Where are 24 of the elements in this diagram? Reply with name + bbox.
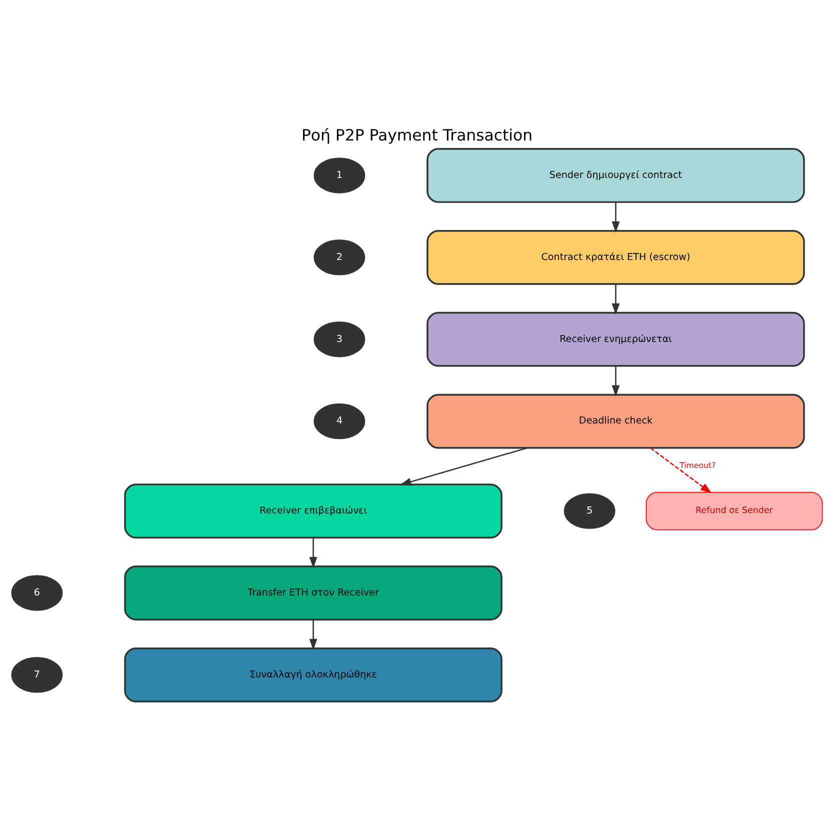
node-ellipse: 7 — [11, 656, 63, 692]
node-ellipse: 2 — [314, 239, 366, 275]
arrow — [612, 366, 620, 396]
diagram-title: Ροή P2P Payment Transaction — [301, 125, 533, 144]
arrow — [612, 284, 620, 314]
node-ellipse: 5 — [564, 492, 616, 528]
node-box: Refund σε Sender — [646, 491, 823, 530]
node-ellipse: 3 — [314, 320, 366, 357]
arrow — [650, 447, 712, 493]
node-ellipse: 4 — [314, 402, 366, 439]
arrow — [400, 446, 528, 486]
node-box: Receiver ενημερώνεται — [426, 311, 805, 366]
node-box: Contract κρατάει ETH (escrow) — [426, 229, 805, 284]
arrow — [309, 619, 318, 650]
edge-label: Timeout? — [680, 460, 716, 470]
arrow — [612, 202, 620, 232]
node-box: Receiver επιβεβαιώνει — [124, 483, 502, 538]
node-ellipse: 1 — [314, 157, 366, 193]
node-box: Transfer ETH στον Receiver — [124, 565, 502, 620]
node-ellipse: 6 — [11, 574, 63, 610]
node-box: Συναλλαγή ολοκληρώθηκε — [124, 646, 502, 702]
node-box: Sender δημιουργεί contract — [426, 148, 805, 202]
arrow — [309, 537, 318, 568]
node-box: Deadline check — [426, 393, 805, 448]
